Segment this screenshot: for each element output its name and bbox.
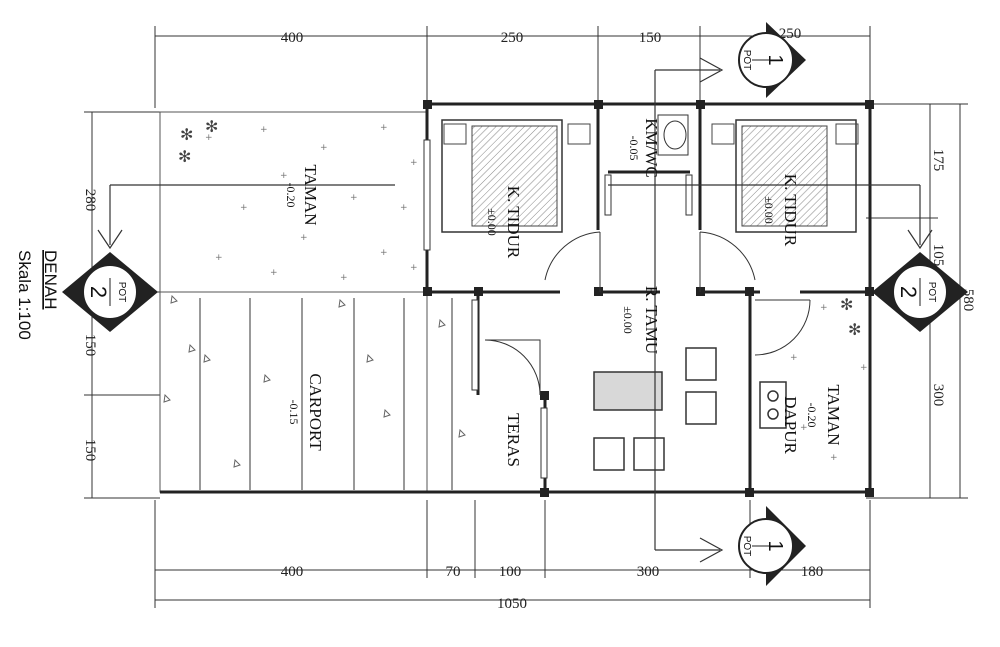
room-label: TERAS (504, 413, 523, 467)
carport-area (159, 291, 466, 493)
pot1-top-number: 1 (764, 54, 786, 65)
svg-text:+: + (380, 123, 388, 133)
bed-right (711, 119, 859, 233)
dim-top-3: 150 (639, 30, 662, 46)
room-label: K. TIDUR (781, 174, 800, 247)
room-taman-right: TAMAN -0.20 (805, 385, 843, 446)
room-level: -0.15 (287, 400, 301, 425)
flower-icon: ✻ ✻ ✻ ✻ ✻ (178, 117, 861, 339)
windows (423, 139, 693, 479)
dim-top-2: 250 (501, 30, 524, 46)
stove (759, 381, 787, 429)
pot1-top-label: POT (741, 50, 752, 71)
room-label: CARPORT (306, 373, 325, 451)
dim-left-1: 280 (82, 189, 98, 212)
sofa-set (593, 347, 717, 471)
svg-text:+: + (350, 193, 358, 203)
svg-text:+: + (410, 158, 418, 168)
svg-text:+: + (790, 353, 798, 363)
room-carport: CARPORT -0.15 (287, 373, 325, 451)
room-label: DAPUR (781, 396, 800, 454)
section-marker-pot2-right: 2 POT (872, 252, 968, 332)
dim-bottom-3: 100 (499, 564, 522, 580)
pot2-right-number: 2 (896, 286, 921, 298)
room-k-tidur-right: K. TIDUR ±0.00 (762, 174, 800, 247)
svg-text:✻: ✻ (840, 295, 853, 314)
pot2-right-label: POT (926, 282, 937, 303)
dim-top-4: 250 (779, 26, 802, 42)
room-label: R. TAMU (642, 286, 661, 354)
dim-bottom-5: 180 (801, 564, 824, 580)
section-marker-pot2-left: 2 POT (62, 252, 158, 332)
room-label: TAMAN (301, 165, 320, 226)
plan-heading: DENAH (41, 250, 60, 310)
door-swings (484, 231, 811, 396)
room-level: -0.20 (284, 183, 298, 208)
dimension-bottom: 400 70 100 300 180 1050 (154, 500, 871, 612)
dim-bottom-2: 70 (446, 564, 461, 580)
dim-left-2: 150 (82, 334, 98, 357)
pot1-bottom-label: POT (741, 536, 752, 557)
room-k-tidur-left: K. TIDUR ±0.00 (485, 186, 523, 259)
svg-text:✻: ✻ (848, 320, 861, 339)
svg-text:+: + (240, 203, 248, 213)
svg-text:+: + (410, 263, 418, 273)
wall-columns (423, 100, 874, 497)
section-marker-pot1-top: 1 POT (738, 22, 806, 98)
section-lines (97, 57, 933, 563)
room-level: ±0.00 (485, 208, 499, 236)
svg-text:+: + (260, 125, 268, 135)
svg-text:+: + (380, 248, 388, 258)
room-label: KM/WC (642, 118, 661, 178)
svg-text:+: + (340, 273, 348, 283)
svg-text:+: + (820, 303, 828, 313)
svg-text:+: + (280, 171, 288, 181)
svg-text:✻: ✻ (178, 147, 191, 166)
svg-text:+: + (800, 423, 808, 433)
svg-text:+: + (270, 268, 278, 278)
pot2-left-label: POT (116, 282, 127, 303)
pot2-left-number: 2 (86, 286, 111, 298)
room-level: -0.20 (805, 403, 819, 428)
room-taman-top: TAMAN -0.20 (284, 165, 320, 226)
section-marker-pot1-bottom: 1 POT (738, 506, 806, 586)
room-dapur: DAPUR (781, 396, 800, 454)
pot1-bottom-number: 1 (764, 540, 786, 551)
room-label: K. TIDUR (504, 186, 523, 259)
dim-bottom-total: 1050 (497, 596, 527, 612)
room-r-tamu: R. TAMU ±0.00 (621, 286, 661, 354)
svg-text:+: + (300, 233, 308, 243)
toilet-icon (657, 114, 689, 156)
dim-right-1: 175 (930, 149, 946, 172)
dim-left-3: 150 (82, 439, 98, 462)
svg-text:+: + (205, 133, 213, 143)
svg-text:+: + (215, 253, 223, 263)
dim-bottom-1: 400 (281, 564, 304, 580)
plan-scale: Skala 1:100 (15, 250, 34, 340)
garden-dots: + + + + + + + + + + + + + + + + + + + + (205, 123, 868, 463)
dim-bottom-4: 300 (637, 564, 660, 580)
room-level: -0.05 (627, 136, 641, 161)
room-teras: TERAS (504, 413, 523, 467)
dim-right-3: 300 (930, 384, 946, 407)
svg-text:+: + (400, 203, 408, 213)
plan-title: DENAH Skala 1:100 (15, 250, 60, 340)
dim-top-1: 400 (281, 30, 304, 46)
dimension-top: 400 250 150 250 (154, 26, 871, 108)
room-level: ±0.00 (762, 196, 776, 224)
room-km-wc: KM/WC -0.05 (627, 118, 661, 178)
svg-text:+: + (320, 143, 328, 153)
svg-text:✻: ✻ (180, 125, 193, 144)
svg-text:+: + (860, 363, 868, 373)
svg-text:+: + (830, 453, 838, 463)
room-level: ±0.00 (621, 306, 635, 334)
bed-left (441, 119, 591, 233)
room-label: TAMAN (824, 385, 843, 446)
dim-right-2: 105 (930, 244, 946, 267)
svg-text:✻: ✻ (205, 117, 218, 136)
